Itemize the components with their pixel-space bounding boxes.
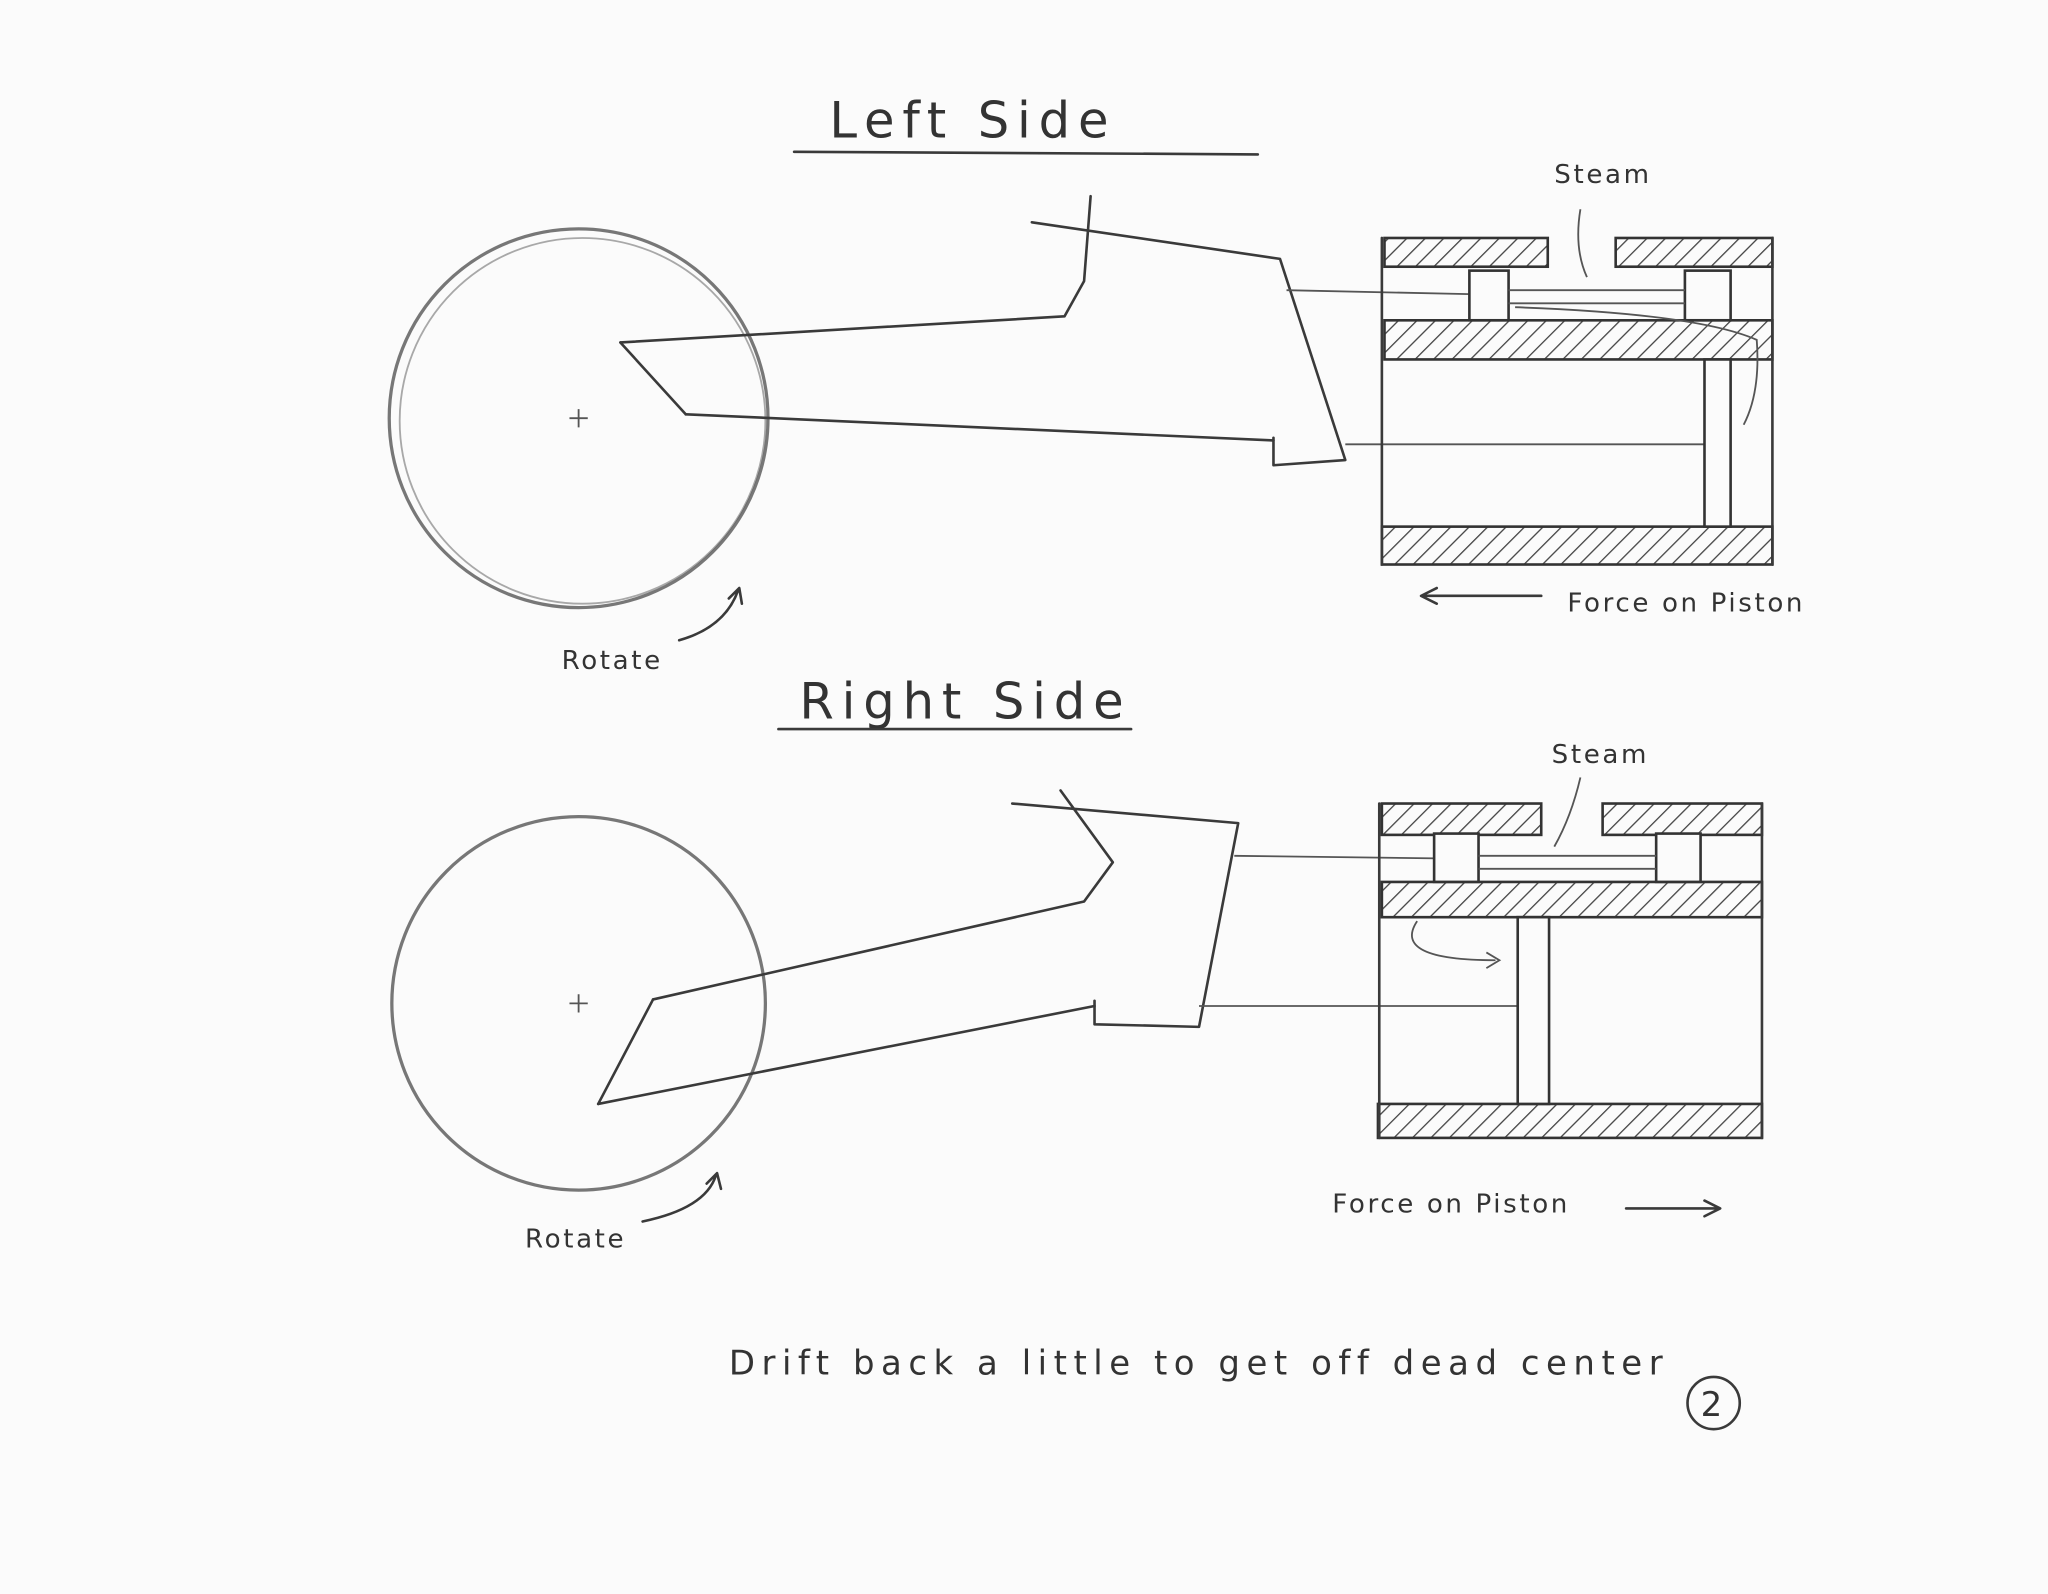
valve-rod [1286,289,1470,296]
valve-right [1654,832,1702,884]
connecting-rod [684,413,1275,442]
eccentric-rod [619,194,1092,344]
rocker-lever [1010,802,1240,1029]
left-side-diagram: Left Side Steam Force on Piston [387,91,1805,676]
right-side-title: Right Side [799,673,1131,731]
steam-flow-arrow [1515,306,1759,426]
note-text: Drift back a little to get off dead cent… [729,1343,1669,1383]
right-side-diagram: Right Side Steam Force on Piston Rota [390,673,1764,1255]
flywheel [390,814,768,1192]
page-number-circle [1686,1375,1742,1431]
piston [1516,915,1551,1106]
force-arrow-left [1419,586,1543,605]
cylinder [1380,209,1774,566]
left-side-title: Left Side [829,91,1116,149]
crank [596,998,655,1106]
force-label: Force on Piston [1332,1189,1570,1219]
steam-label: Steam [1554,160,1651,190]
steam-arrow [1577,209,1588,278]
crank [619,341,688,416]
flywheel [387,227,770,610]
connecting-rod [596,1004,1096,1106]
page-number: 2 [1701,1385,1723,1425]
title-underline [792,150,1260,156]
rotate-arrow [641,1171,723,1223]
center-mark [569,994,588,1013]
rotate-arrow [677,586,744,642]
force-label: Force on Piston [1567,589,1805,619]
center-mark [569,409,588,428]
piston [1703,358,1732,528]
steam-flow-arrow [1411,920,1502,969]
valve-left [1432,832,1480,884]
valve-right [1683,269,1732,322]
rotate-label: Rotate [562,646,663,676]
valve-rod [1234,854,1437,860]
steam-arrow [1553,777,1582,848]
rocker-lever [1030,221,1347,467]
valve-left [1468,269,1510,322]
eccentric-rod [651,789,1115,1001]
steam-label: Steam [1552,740,1649,770]
rotate-label: Rotate [525,1225,626,1255]
cylinder [1376,777,1764,1140]
force-arrow-right [1624,1199,1722,1218]
